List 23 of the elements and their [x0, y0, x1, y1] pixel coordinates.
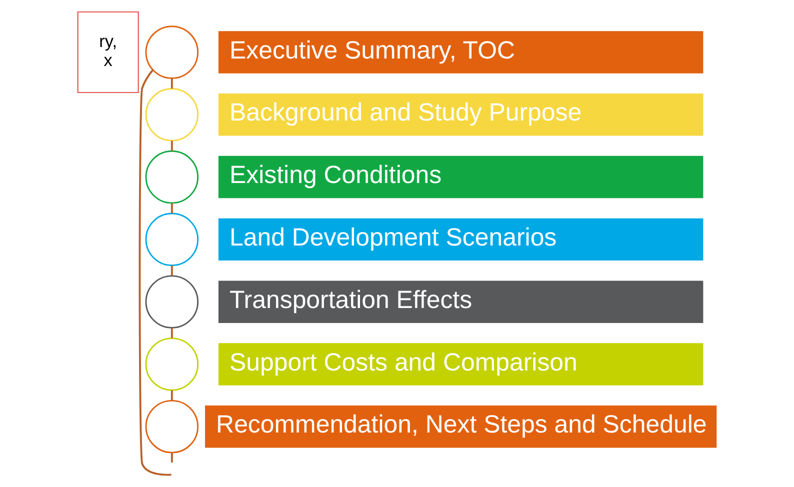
connector — [170, 390, 173, 401]
node-circle — [145, 400, 199, 454]
node-box: Support Costs and Comparison — [218, 343, 704, 386]
connector — [170, 140, 173, 151]
node-box: Background and Study Purpose — [218, 94, 704, 136]
node-box: Recommendation, Next Steps and Schedule — [205, 406, 717, 448]
node-box: Existing Conditions — [218, 156, 704, 198]
connector — [170, 452, 173, 463]
connector — [138, 69, 172, 476]
node-box: ry, x — [77, 11, 139, 94]
node-box: Executive Summary, TOC — [218, 31, 704, 74]
node-circle — [145, 275, 199, 328]
node-circle — [145, 88, 199, 142]
node-circle — [145, 150, 199, 204]
connector — [170, 266, 173, 276]
node-circle — [145, 338, 199, 391]
node-box: Land Development Scenarios — [218, 218, 704, 261]
node-circle — [145, 212, 199, 266]
connector — [170, 328, 173, 338]
connector — [170, 78, 173, 89]
connector — [170, 203, 173, 214]
node-box: Transportation Effects — [218, 280, 704, 323]
node-circle — [145, 26, 199, 79]
